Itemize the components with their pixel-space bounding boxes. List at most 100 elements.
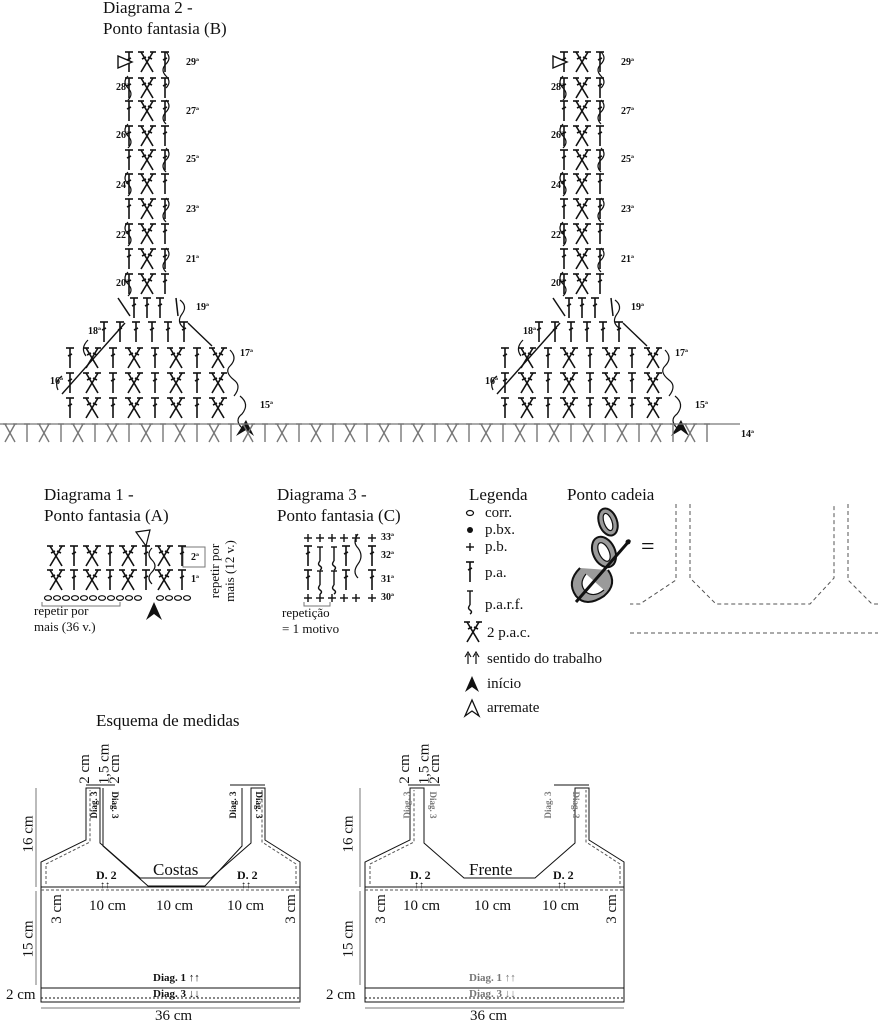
row-label: 33ª (381, 532, 394, 543)
row-label: 24ª (551, 180, 564, 191)
row-label: 19ª (196, 302, 209, 313)
d2-arrows: ↑↑ (100, 880, 110, 891)
measure-3cm: 3 cm (282, 894, 299, 924)
measure-3cm: 3 cm (603, 894, 620, 924)
diagram2-left-motif (56, 51, 254, 436)
row-label: 27ª (186, 106, 199, 117)
schema-title: Esquema de medidas (96, 711, 240, 730)
row-label: 16ª (50, 376, 63, 387)
equals-sign: = (641, 534, 655, 560)
diagram3-repeat-note: repetição = 1 motivo (282, 605, 340, 636)
row-label: 2ª (191, 552, 199, 563)
row-label: 30ª (381, 592, 394, 603)
measure-10cm: 10 cm (156, 898, 194, 914)
row-label: 21ª (186, 254, 199, 265)
row-label: 28ª (116, 82, 129, 93)
row-label: 29ª (186, 57, 199, 68)
legend-item-pb: p.b. (485, 539, 508, 555)
diag3-strap-label: Diag. 3 (89, 791, 99, 819)
measure-2cm: 2 cm (106, 754, 123, 784)
diag3-strap-label: Diag. 3 (110, 791, 120, 819)
measure-15cm: 15 cm (20, 920, 37, 958)
row-label: 29ª (621, 57, 634, 68)
schema-frente (359, 784, 625, 1009)
measure-36cm: 36 cm (155, 1008, 193, 1024)
measure-16cm: 16 cm (340, 815, 357, 853)
measure-10cm: 10 cm (403, 898, 441, 914)
row-label: 25ª (186, 154, 199, 165)
row-label: 16ª (485, 376, 498, 387)
d2-label: D. 2 (96, 868, 117, 882)
row-label: 32ª (381, 550, 394, 561)
row-label: 31ª (381, 574, 394, 585)
measure-2cm: 2 cm (396, 754, 413, 784)
legend-item-pbx: p.bx. (485, 522, 515, 538)
diag1-label: Diag. 1 ↑↑ (153, 972, 200, 984)
diag3-strap-label: Diag. 3 (571, 791, 581, 819)
diagram2-title-2: Ponto fantasia (B) (103, 19, 227, 38)
legend-title: Legenda (469, 485, 528, 504)
row-label: 22ª (551, 230, 564, 241)
diagram3-chart (303, 533, 377, 607)
legend-item-2pac: 2 p.a.c. (487, 625, 531, 641)
diag3-strap-label: Diag. 3 (254, 791, 264, 819)
row-label: 28ª (551, 82, 564, 93)
row-label: 21ª (621, 254, 634, 265)
measure-16cm: 16 cm (20, 815, 37, 853)
legend-item-finish: arremate (487, 700, 540, 716)
measure-10cm: 10 cm (474, 898, 512, 914)
d2-label: D. 2 (553, 868, 574, 882)
legend-symbols (463, 509, 483, 718)
legend-item-corr: corr. (485, 505, 513, 521)
measure-3cm: 3 cm (372, 894, 389, 924)
row-label: 20ª (116, 278, 129, 289)
diag3-strap-label: Diag. 3 (428, 791, 438, 819)
measure-2cm: 2 cm (426, 754, 443, 784)
equals-pattern-outline (630, 504, 878, 634)
row-label: 17ª (675, 348, 688, 359)
diagram3-title-1: Diagrama 3 - (277, 485, 367, 504)
row-label: 18ª (88, 326, 101, 337)
legend-item-pa: p.a. (485, 565, 507, 581)
diagram1-chart (41, 529, 206, 620)
row-label: 1ª (191, 574, 199, 585)
arremate-icon (117, 54, 134, 70)
row-label: 25ª (621, 154, 634, 165)
row-label: 15ª (695, 400, 708, 411)
legend-item-start: início (487, 676, 522, 692)
measure-2cm: 2 cm (76, 754, 93, 784)
diag3-strap-label: Diag. 3 (228, 791, 238, 819)
row-label-base: 14ª (741, 429, 754, 440)
row-label: 15ª (260, 400, 273, 411)
row-label: 27ª (621, 106, 634, 117)
row-label: 26ª (116, 130, 129, 141)
measure-10cm: 10 cm (89, 898, 127, 914)
diagram2-right-motif (492, 52, 689, 436)
d2-arrows: ↑↑ (414, 880, 424, 891)
row-label: 18ª (523, 326, 536, 337)
diagram1-repeat-side: repetir por mais (12 v.) (207, 540, 237, 602)
diagram2-title-1: Diagrama 2 - (103, 0, 193, 17)
diag3-label: Diag. 3 ↓↓ (469, 988, 516, 1000)
chain-stitch-illustration (570, 507, 632, 603)
measure-36cm: 36 cm (470, 1008, 508, 1024)
d2-arrows: ↑↑ (557, 880, 567, 891)
chain-stitch-title: Ponto cadeia (567, 485, 655, 504)
row-label: 22ª (116, 230, 129, 241)
measure-2cm: 2 cm (6, 987, 36, 1003)
row-label: 17ª (240, 348, 253, 359)
legend-item-direction: sentido do trabalho (487, 651, 602, 667)
diagram3-title-2: Ponto fantasia (C) (277, 506, 401, 525)
diag3-label: Diag. 3 ↓↓ (153, 988, 200, 1000)
d2-label: D. 2 (410, 868, 431, 882)
row-label: 26ª (551, 130, 564, 141)
row-label: 19ª (631, 302, 644, 313)
diagram1-title-2: Ponto fantasia (A) (44, 506, 169, 525)
diagram1-repeat-bottom: repetir por mais (36 v.) (34, 603, 96, 634)
diagram2-base-row (0, 423, 740, 443)
row-label: 20ª (551, 278, 564, 289)
costas-label: Costas (153, 860, 199, 879)
frente-label: Frente (469, 860, 513, 879)
measure-2cm: 2 cm (326, 987, 356, 1003)
